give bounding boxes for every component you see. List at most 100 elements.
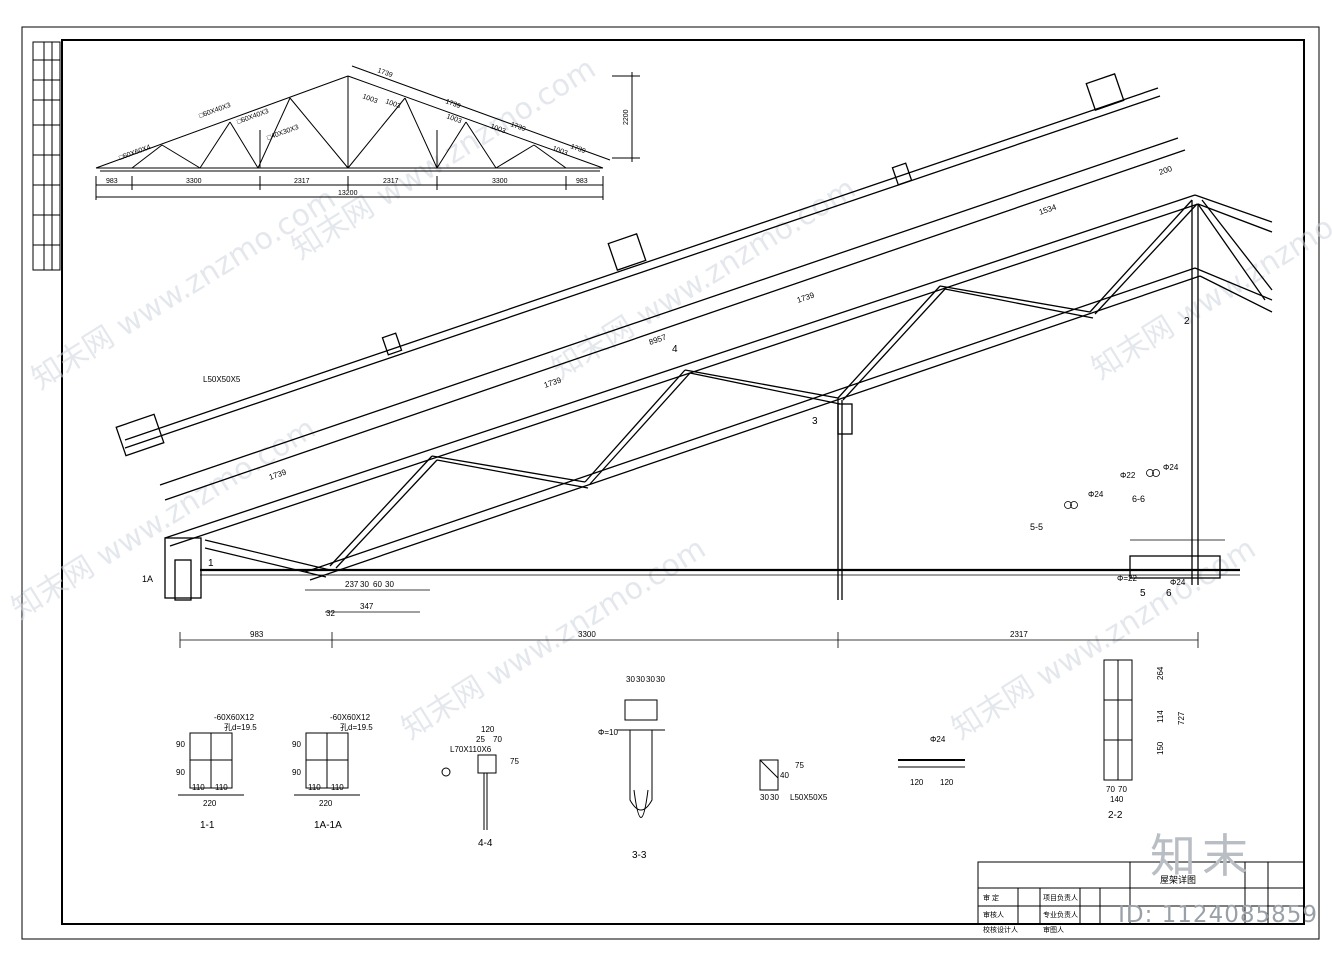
detail-note: -60X60X12 [214, 713, 255, 722]
detail-title: 1A-1A [314, 820, 342, 831]
detail-dim: 30 [636, 675, 645, 684]
overview-bottom-dim: 3300 [186, 178, 202, 185]
detail-dim: 70 [1118, 785, 1127, 794]
support-dim: 60 [373, 580, 382, 589]
section-mark: 5 [1140, 588, 1146, 599]
title-block [977, 861, 1305, 925]
detail-dim: 110 [308, 783, 321, 792]
title-row-label: 审 定 [983, 893, 999, 902]
section-label-5-5: 5-5 [1030, 522, 1043, 532]
overview-member-label: 1003 [551, 145, 568, 157]
detail-dim: 30 [646, 675, 655, 684]
elevation-chord-dim: 1534 [1038, 202, 1058, 216]
overview-height: 2200 [623, 109, 630, 125]
rod-label: Φ24 [1163, 463, 1179, 472]
section-mark: 6 [1166, 588, 1172, 599]
detail-dim: 264 [1156, 666, 1165, 680]
detail-title: 2-2 [1108, 810, 1123, 821]
support-dim: 30 [385, 580, 394, 589]
detail-dim: 150 [1156, 741, 1165, 755]
overview-top-dim: 1739 [509, 121, 526, 133]
document-id: ID: 1124085859 [1118, 902, 1318, 928]
title-col-label: 审图人 [1043, 925, 1064, 934]
detail-dim: 220 [319, 799, 333, 808]
detail-dim: 70 [493, 735, 502, 744]
watermark-text: 知末网 www.znzmo.com [546, 171, 862, 387]
detail-dim: 40 [780, 771, 789, 780]
detail-dim: 140 [1110, 795, 1124, 804]
detail-dim: 30 [626, 675, 635, 684]
detail-dim: 75 [510, 757, 519, 766]
watermark-text: 知末网 www.znzmo.com [286, 51, 602, 267]
detail-dim: 120 [481, 725, 495, 734]
detail-title: 1-1 [200, 820, 215, 831]
overview-member-label: □40X30X3 [266, 124, 300, 142]
detail-hole: 孔d=19.5 [340, 723, 373, 732]
truss-elevation [115, 73, 1273, 601]
detail-note: -60X60X12 [330, 713, 371, 722]
section-mark: 1 [208, 558, 214, 569]
section-mark: 1A [142, 574, 153, 584]
detail-dim: 30 [770, 793, 779, 802]
detail-title: L50X50X5 [790, 793, 828, 802]
title-row-label: 审核人 [983, 910, 1004, 919]
watermark-text: 知末网 www.znzmo.com [396, 531, 712, 747]
detail-dim: 110 [331, 783, 344, 792]
brand-logo-text: 知末 [1150, 829, 1254, 883]
overview-member-label: 1003 [445, 113, 462, 125]
overview-top-dim: 1739 [376, 67, 393, 79]
rod-label: Φ22 [1120, 471, 1136, 480]
detail-hole: 孔d=19.5 [224, 723, 257, 732]
section-mark: 3 [812, 416, 818, 427]
support-dim: 237 [345, 580, 359, 589]
binding-strip [32, 41, 61, 271]
detail-labels: 1-1 -60X60X12 孔d=19.5 220 110 110 90 90 … [176, 666, 1186, 861]
title-col-label: 项目负责人 [1043, 893, 1078, 902]
elevation-dimensions [179, 539, 1225, 648]
overview-bottom-dim: 3300 [492, 178, 508, 185]
detail-dim: 25 [476, 735, 485, 744]
elevation-chord-dim: 1739 [543, 375, 563, 389]
overview-bottom-dim: 983 [576, 178, 588, 185]
detail-title: 3-3 [632, 850, 647, 861]
rod-circles [1064, 469, 1160, 509]
watermark-text: 知末网 www.znzmo.com [1086, 171, 1332, 387]
overview-bottom-dim: 983 [106, 178, 118, 185]
detail-dim: 90 [292, 740, 301, 749]
angle-label: L50X50X5 [203, 375, 241, 384]
title-block-labels: 审 定 审核人 校核设计人 项目负责人 专业负责人 审图人 屋架详图 [983, 874, 1196, 934]
detail-dim: 114 [1156, 710, 1165, 723]
support-dim: 32 [326, 609, 335, 618]
truss-overview [95, 65, 640, 200]
outer-frame [21, 26, 1320, 940]
detail-dim: 120 [910, 778, 924, 787]
overview-total-span: 13200 [338, 190, 358, 197]
detail-dim: 70 [1106, 785, 1115, 794]
inner-frame [61, 39, 1305, 925]
detail-title: 4-4 [478, 838, 493, 849]
title-col-label: 专业负责人 [1043, 910, 1078, 919]
elevation-chord-dim: 1739 [796, 290, 816, 304]
detail-note: L70X110X6 [450, 745, 492, 754]
detail-title: Φ24 [930, 735, 946, 744]
overview-member-label: 1003 [384, 98, 401, 110]
detail-views [178, 659, 1133, 830]
elevation-bottom-dim: 3300 [578, 630, 596, 639]
overview-top-dim: 1739 [444, 98, 461, 110]
section-mark: 4 [672, 344, 678, 355]
overview-member-label: 1003 [489, 123, 506, 135]
support-dim: 347 [360, 602, 374, 611]
rod-label: Φ24 [1088, 490, 1104, 499]
elevation-bottom-dim: 983 [250, 630, 264, 639]
section-mark: 2 [1184, 316, 1190, 327]
detail-dim: 110 [215, 783, 228, 792]
detail-dim: 90 [292, 768, 301, 777]
support-dim: 30 [360, 580, 369, 589]
watermark-text: 知末网 www.znzmo.com [6, 411, 322, 627]
overview-member-label: 1003 [361, 93, 378, 105]
overview-bottom-dim: 2317 [294, 178, 310, 185]
detail-dim: 30 [656, 675, 665, 684]
overview-member-label: □60X40X3 [198, 102, 232, 120]
elevation-chord-dim: 8957 [648, 332, 668, 346]
